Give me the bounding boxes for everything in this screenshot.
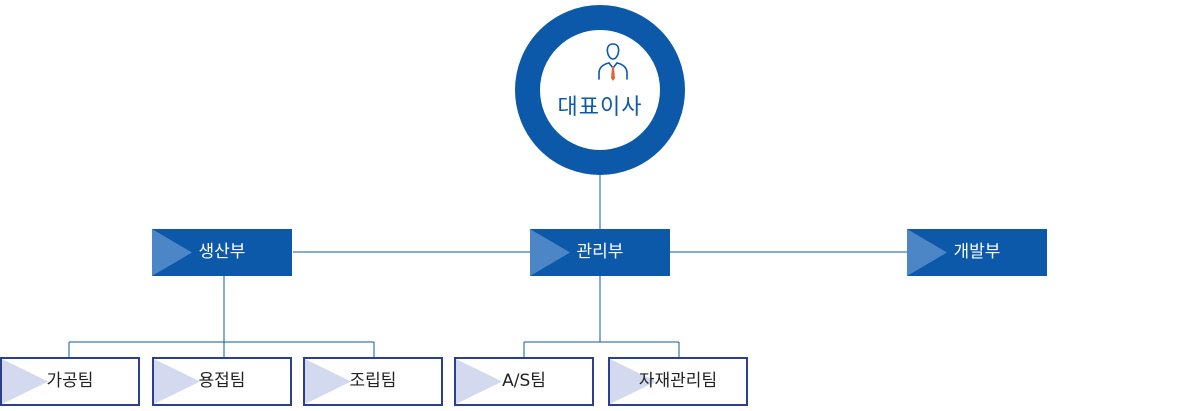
dept-development: 개발부 [907, 229, 1047, 276]
team-label: 가공팀 [46, 371, 94, 391]
team-accent [456, 359, 502, 404]
ceo-node: 대표이사 [515, 5, 685, 175]
team-label: A/S팀 [502, 371, 546, 391]
ceo-label: 대표이사 [557, 95, 643, 120]
dept-management: 관리부 [530, 229, 670, 276]
person-icon [598, 43, 628, 81]
team-accent [305, 359, 351, 404]
team-machining: 가공팀 [0, 357, 140, 406]
team-label: 용접팀 [198, 371, 246, 391]
dept-label: 생산부 [198, 242, 246, 262]
team-accent [2, 359, 48, 404]
team-welding: 용접팀 [152, 357, 292, 406]
dept-label: 개발부 [953, 242, 1001, 262]
dept-production: 생산부 [152, 229, 292, 276]
team-after-service: A/S팀 [454, 357, 594, 406]
team-materials: 자재관리팀 [608, 357, 748, 406]
dept-label: 관리부 [576, 242, 624, 262]
dept-accent [152, 229, 192, 276]
team-label: 자재관리팀 [638, 371, 718, 391]
team-accent [154, 359, 200, 404]
team-assembly: 조립팀 [303, 357, 443, 406]
dept-accent [530, 229, 570, 276]
dept-accent [907, 229, 947, 276]
team-accent [610, 359, 656, 404]
team-label: 조립팀 [349, 371, 397, 391]
